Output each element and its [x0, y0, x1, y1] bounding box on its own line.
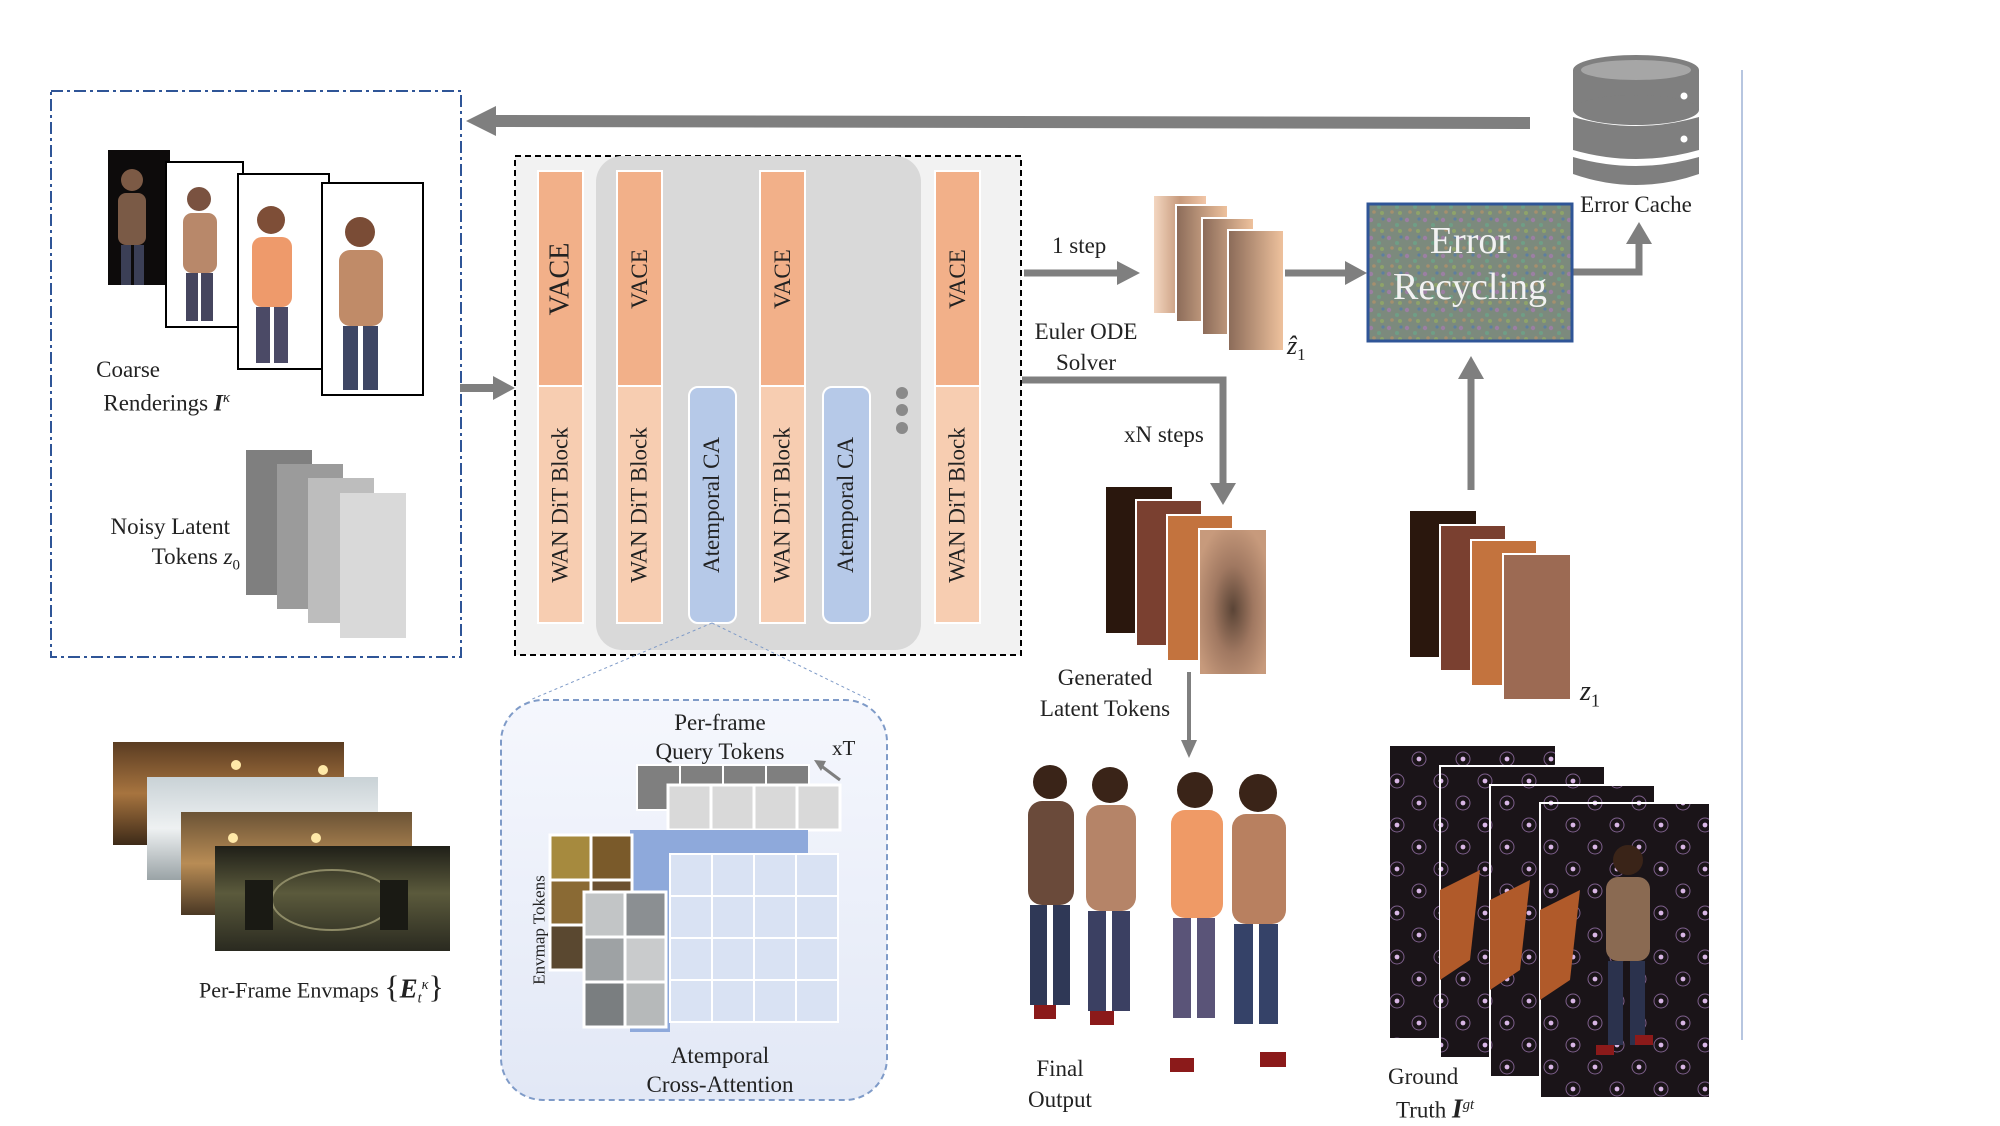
coarse-label-line2: Renderings Iκ — [40, 383, 230, 419]
query-label-line2: Query Tokens — [655, 739, 785, 764]
gt-sup: gt — [1462, 1097, 1475, 1113]
final-output-persons — [1028, 765, 1286, 1072]
query-token-grid — [636, 764, 842, 832]
envmaps-sub: t — [417, 990, 422, 1007]
envmaps-label: Per-Frame Envmaps {Etκ} — [199, 968, 444, 1007]
euler-label-line2: Solver — [1055, 350, 1117, 375]
coarse-renderings — [108, 150, 424, 396]
generated-label-line1: Generated — [1057, 665, 1153, 690]
noisy-symbol-sub: 0 — [232, 557, 240, 574]
z1hat-symbol: ẑ — [1287, 331, 1298, 360]
gt-label-text: Truth — [1396, 1097, 1447, 1123]
error-title-line1: Error — [1429, 220, 1511, 262]
error-recycling-box — [1366, 202, 1574, 343]
query-label-line1: Per-frame — [674, 710, 766, 735]
z1hat-label: ẑ1 — [1287, 330, 1306, 370]
vace-block-4: VACE — [944, 248, 970, 309]
envmap-tokens-label: Envmap Tokens — [530, 875, 549, 985]
ground-truth-frames — [1390, 746, 1711, 1099]
final-label-line2: Output — [1028, 1087, 1092, 1112]
database-icon — [1573, 55, 1699, 185]
error-cache-label: Error Cache — [1580, 192, 1692, 217]
dit-block-3: WAN DiT Block — [769, 426, 795, 583]
dit-block-2: WAN DiT Block — [626, 426, 652, 583]
z1-stack — [1410, 511, 1572, 701]
z1-sub: 1 — [1590, 690, 1600, 711]
envmap-stack — [113, 742, 450, 951]
z1-symbol: z — [1580, 676, 1591, 707]
generated-latent-tokens — [1106, 487, 1268, 676]
error-title-line2: Recycling — [1392, 266, 1548, 308]
envmaps-symbol: E — [399, 973, 418, 1004]
coarse-symbol-sup: κ — [222, 390, 230, 406]
ca-title-line1: Atemporal — [670, 1043, 770, 1068]
envmap-token-tiles — [548, 833, 668, 1029]
coarse-label-line1: Coarse — [96, 357, 160, 382]
gt-label-line1: Ground — [1388, 1064, 1459, 1089]
noisy-symbol: z — [223, 544, 233, 569]
euler-label-line1: Euler ODE — [1034, 319, 1138, 344]
vace-block-1: VACE — [544, 242, 576, 315]
dit-block-1: WAN DiT Block — [547, 426, 573, 583]
input-panel-border — [50, 90, 462, 658]
noisy-latent-tokens — [246, 450, 406, 638]
envmaps-text: Per-Frame Envmaps — [199, 977, 379, 1003]
atemporal-ca-block-1: Atemporal CA — [699, 436, 725, 574]
attention-grid — [669, 853, 839, 1023]
dit-block-4: WAN DiT Block — [944, 426, 970, 583]
noisy-label-text: Tokens — [151, 544, 218, 569]
vace-block-3: VACE — [769, 248, 795, 309]
xn-steps-label: xN steps — [1124, 422, 1204, 447]
noisy-label-line1: Noisy Latent — [110, 514, 230, 539]
envmaps-sup: κ — [421, 977, 429, 993]
xt-label: xT — [832, 736, 856, 760]
atemporal-ca-block-2: Atemporal CA — [833, 436, 859, 574]
gt-label-line2: Truth Igt — [1396, 1090, 1474, 1126]
z1hat-stack — [1154, 196, 1285, 352]
final-label-line1: Final — [1036, 1056, 1084, 1081]
coarse-label-text: Renderings — [103, 390, 209, 416]
coarse-symbol: I — [213, 390, 223, 416]
generated-label-line2: Latent Tokens — [1039, 696, 1171, 721]
z1hat-sub: 1 — [1297, 345, 1306, 365]
gt-symbol: I — [1452, 1093, 1463, 1124]
z1-label: z1 — [1580, 676, 1600, 717]
ca-title-line2: Cross-Attention — [646, 1072, 794, 1097]
noisy-label-line2: Tokens z0 — [40, 541, 240, 582]
vace-block-2: VACE — [626, 248, 652, 309]
one-step-label: 1 step — [1052, 233, 1107, 258]
